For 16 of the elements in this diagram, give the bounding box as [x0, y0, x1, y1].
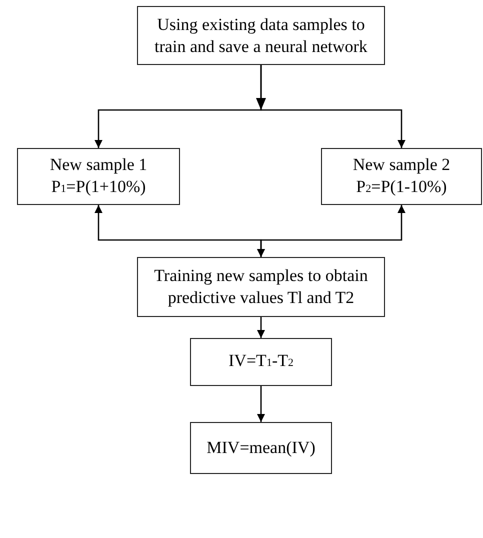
- process-box: [321, 148, 482, 205]
- arrow: [260, 65, 406, 148]
- node-text: MIV=mean(IV): [206, 437, 316, 459]
- node-text: New sample 1: [50, 154, 148, 176]
- node-text: Using existing data samples to train and save a neural network: [154, 14, 368, 58]
- arrow: [257, 317, 265, 338]
- process-box: [190, 338, 332, 386]
- arrowhead: [256, 98, 266, 110]
- process-box: [17, 148, 180, 205]
- arrow: [257, 386, 265, 422]
- process-box: [137, 6, 385, 65]
- node-text: New sample 2: [352, 154, 450, 176]
- arrow: [257, 205, 406, 257]
- process-box: [190, 422, 332, 474]
- node-text: Training new samples to obtain predictive values Tl and T2: [153, 265, 369, 309]
- process-box: [137, 257, 385, 317]
